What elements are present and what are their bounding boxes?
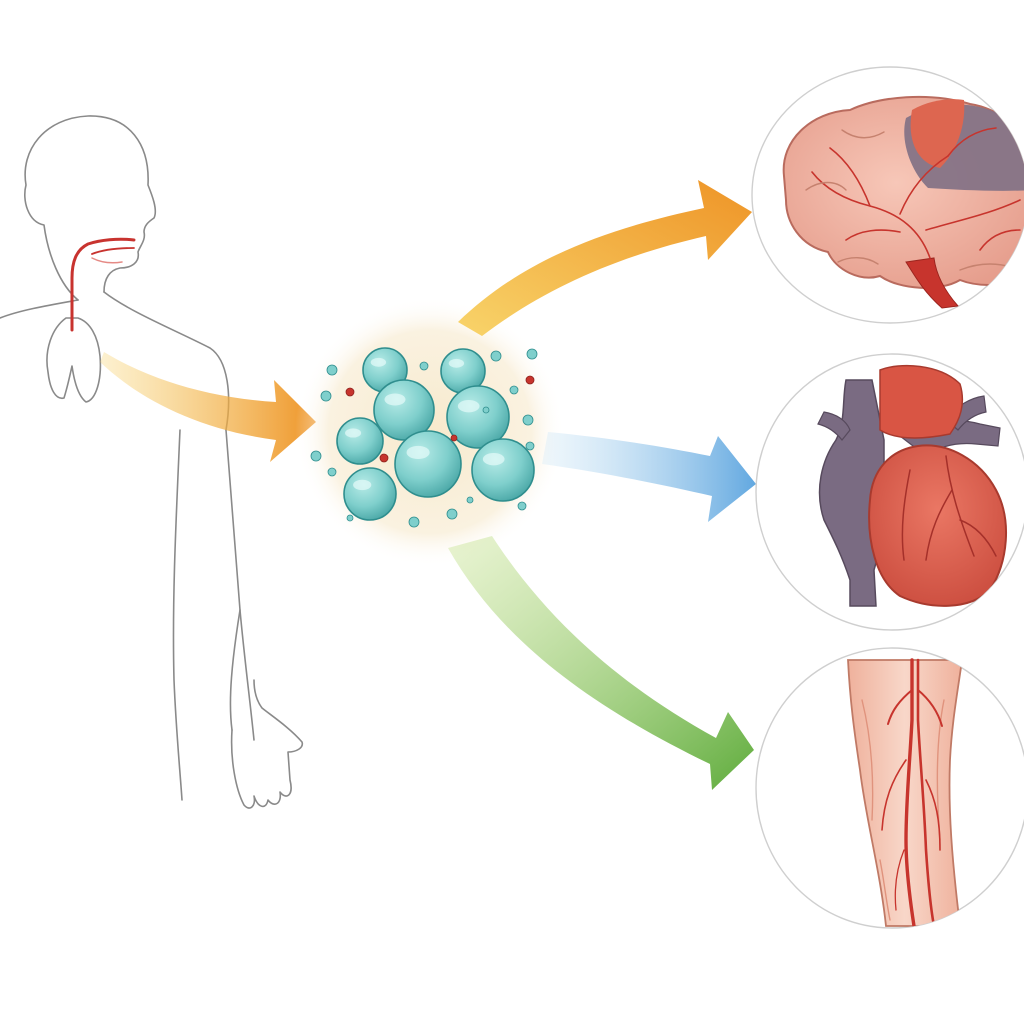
- debris-particle: [526, 348, 538, 360]
- particle-bubble: [343, 467, 397, 521]
- debris-particle: [482, 406, 490, 414]
- particle-highlight: [406, 445, 430, 460]
- lung-outline: [46, 317, 102, 403]
- arrow-to-legs: [448, 536, 754, 790]
- arrow-to-brain: [458, 180, 752, 336]
- arrow-to-heart: [542, 432, 756, 522]
- arrow-inhalation: [100, 352, 316, 462]
- debris-particle: [327, 467, 337, 477]
- shoulder-left-outline: [0, 299, 79, 319]
- debris-particle: [525, 375, 535, 385]
- debris-particle: [326, 364, 338, 376]
- forearm-outline: [229, 609, 241, 731]
- brain-icon: [782, 95, 1024, 309]
- arm-inner-outline: [172, 429, 183, 801]
- particle-bubbles: [336, 347, 535, 521]
- debris-particle: [419, 361, 429, 371]
- particle-bubble: [336, 417, 384, 465]
- debris-particle: [345, 387, 355, 397]
- leg-vessels-icon: [847, 658, 964, 928]
- debris-particle: [525, 441, 535, 451]
- particle-bubble: [394, 430, 462, 498]
- particle-highlight: [457, 399, 480, 413]
- debris-particle: [346, 514, 354, 522]
- debris-particle: [408, 516, 420, 528]
- head-outline: [24, 115, 157, 301]
- human-body-outline-icon: [0, 115, 304, 809]
- debris-particle: [490, 350, 502, 362]
- particle-highlight: [384, 393, 406, 406]
- brain-panel: [751, 66, 1024, 324]
- heart-icon: [817, 364, 1007, 607]
- heart-panel: [755, 353, 1024, 631]
- debris-particle: [310, 450, 322, 462]
- debris-particle: [466, 496, 474, 504]
- airway-icon: [70, 237, 136, 332]
- particle-cluster-icon: [295, 297, 565, 567]
- debris-particle: [522, 414, 534, 426]
- particle-highlight: [482, 452, 505, 466]
- particle-highlight: [353, 479, 372, 491]
- particle-debris: [310, 348, 538, 528]
- debris-particle: [450, 434, 458, 442]
- debris-particle: [509, 385, 519, 395]
- leg-panel: [755, 647, 1024, 929]
- particle-highlight: [345, 428, 362, 438]
- debris-particle: [446, 508, 458, 520]
- debris-particle: [517, 501, 527, 511]
- debris-particle: [320, 390, 332, 402]
- hand-outline: [230, 679, 304, 809]
- debris-particle: [379, 453, 389, 463]
- particle-highlight: [370, 357, 387, 367]
- particle-bubble: [471, 438, 535, 502]
- particle-highlight: [448, 358, 465, 368]
